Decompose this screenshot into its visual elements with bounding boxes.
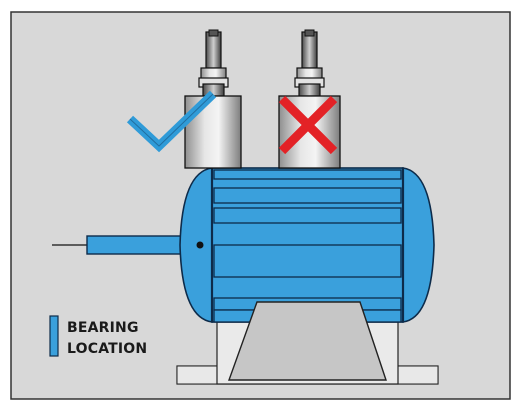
motor-body [179, 167, 435, 323]
mounting-foot [228, 301, 387, 381]
checkmark-icon [126, 90, 217, 153]
legend-bearing-swatch [49, 315, 59, 357]
shaft-center-dot [196, 241, 204, 249]
legend-line-1: BEARING [67, 320, 139, 336]
legend-bearing-location-label: BEARING LOCATION [67, 318, 147, 360]
x-cross-icon [278, 95, 338, 155]
legend-line-2: LOCATION [67, 341, 148, 357]
